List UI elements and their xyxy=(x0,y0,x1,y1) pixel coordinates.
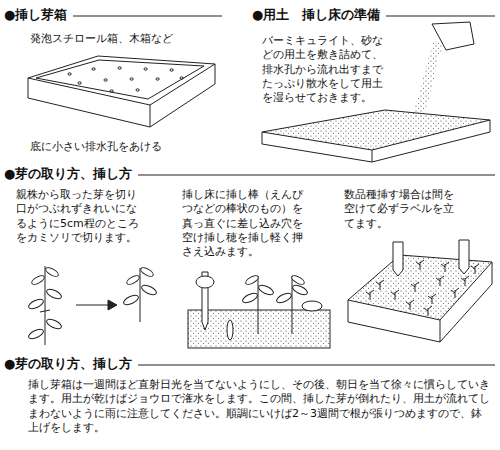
labelled-tray xyxy=(348,240,492,342)
fingers xyxy=(196,276,214,288)
section-heading: ●芽の取り方、挿し方 xyxy=(4,166,138,183)
leaf xyxy=(44,266,59,278)
plant-cutting xyxy=(27,266,157,345)
arrow-head xyxy=(108,300,117,310)
leaf xyxy=(125,274,140,286)
label-stake xyxy=(459,240,469,274)
label-stake xyxy=(393,242,403,276)
foam-box xyxy=(28,56,215,127)
planting-bed xyxy=(188,272,330,348)
soil-surface xyxy=(262,110,490,150)
aftercare-instructions: 挿し芽箱は一週間ほど直射日光を当てないようにし、その後、朝日を当て徐々に慣らして… xyxy=(28,378,490,435)
leaf xyxy=(275,291,292,304)
leaf xyxy=(27,327,44,340)
drain-holes xyxy=(68,67,183,92)
section-rule xyxy=(100,365,495,366)
leaf xyxy=(30,274,45,286)
section-heading: ●挿し芽箱 xyxy=(4,7,73,24)
section-heading: ●用土 挿し床の準備 xyxy=(252,7,386,24)
planting-instructions: 挿し床に挿し棒（えんぴつなどの棒状のもの）を真っ直ぐに差し込み穴を空け挿し穂を挿… xyxy=(182,188,308,259)
section-rule xyxy=(60,16,222,17)
leaf xyxy=(45,317,62,330)
label-instructions: 数品種挿す場合は間を空けて必ずラベルを立てます。 xyxy=(344,188,458,231)
cutting-instructions: 親株から取った芽を切り口がつぶれずきれいになるように5cm程のところをカミソリで… xyxy=(16,188,142,245)
planting-hole xyxy=(227,320,233,340)
cut-mark xyxy=(40,310,50,312)
section-rule xyxy=(100,175,495,176)
leaf xyxy=(140,283,157,296)
tray-surface xyxy=(348,255,492,320)
stem xyxy=(140,268,141,322)
box-note: 発泡スチロール箱、木箱など xyxy=(30,32,220,46)
soil-section xyxy=(188,310,330,348)
soil-box xyxy=(262,22,490,162)
tray-sides xyxy=(348,262,492,342)
leaf xyxy=(139,266,154,278)
box-rim xyxy=(28,56,215,105)
leaf xyxy=(27,297,44,310)
pouring-soil xyxy=(412,40,444,116)
box-sides xyxy=(28,64,215,127)
leaf xyxy=(290,274,305,286)
soil-instructions: バーミキュライト、砂などの用土を敷き詰めて、排水孔から流れ出すまでたっぷり散水を… xyxy=(262,34,386,105)
box-caption: 底に小さい排水孔をあける xyxy=(30,140,220,154)
fingers xyxy=(302,301,322,311)
section-heading: ●芽の取り方、挿し方 xyxy=(4,356,138,373)
box-sides xyxy=(262,120,490,162)
leaf xyxy=(257,283,274,296)
leaf xyxy=(45,287,62,300)
stem xyxy=(258,276,292,334)
leaf xyxy=(291,283,308,296)
leaf xyxy=(244,274,259,286)
leaf xyxy=(241,291,258,304)
arrow-shaft xyxy=(76,305,108,306)
leaf xyxy=(122,293,139,306)
box-inner-rim xyxy=(36,60,204,99)
